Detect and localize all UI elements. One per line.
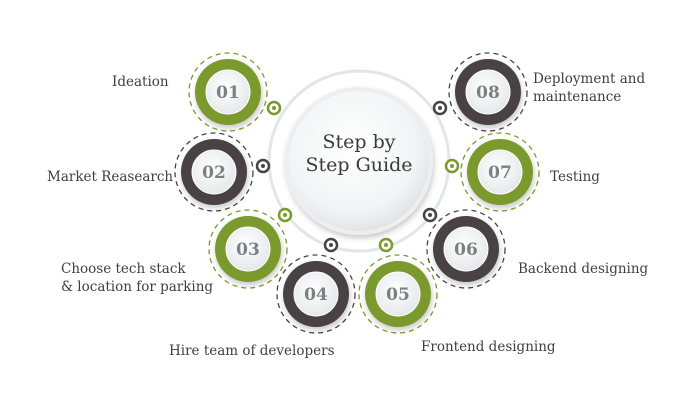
- step-number-01: 01: [216, 83, 240, 103]
- connector-dots: [255, 100, 460, 253]
- step-label-07: Testing: [550, 169, 600, 185]
- step-inner-disc-05: [375, 271, 421, 317]
- step-number-08: 08: [476, 83, 500, 103]
- step-label-05: Frontend designing: [421, 339, 556, 355]
- step-dashed-ring-03: [208, 209, 288, 289]
- step-number-06: 06: [454, 240, 478, 260]
- step-dashed-ring-04: [276, 254, 356, 334]
- center-inner-disc: [289, 91, 429, 231]
- step-inner-disc-02: [191, 149, 237, 195]
- step-inner-disc-01: [205, 69, 251, 115]
- step-number-03: 03: [236, 240, 260, 260]
- step-label-03-line-2: & location for parking: [61, 279, 214, 295]
- step-dashed-ring-08: [448, 52, 528, 132]
- step-label-08-line-2: maintenance: [533, 89, 622, 105]
- step-node-03: 03: [208, 209, 288, 289]
- step-inner-disc-06: [443, 226, 489, 272]
- step-inner-disc-07: [477, 149, 523, 195]
- step-label-08-line-1: Deployment and: [533, 71, 646, 87]
- step-label-06: Backend designing: [518, 261, 649, 277]
- step-node-07: 07: [460, 132, 540, 212]
- step-label-08: Deployment and maintenance: [533, 70, 645, 106]
- center-circle: [285, 87, 433, 235]
- step-label-03-line-1: Choose tech stack: [61, 261, 186, 277]
- step-dashed-ring-06: [426, 209, 506, 289]
- step-node-01: 01: [188, 52, 268, 132]
- step-inner-disc-03: [225, 226, 271, 272]
- step-inner-disc-08: [465, 69, 511, 115]
- step-number-02: 02: [202, 163, 226, 183]
- step-number-04: 04: [304, 285, 328, 305]
- step-dashed-ring-01: [188, 52, 268, 132]
- step-label-03: Choose tech stack & location for parking: [61, 260, 213, 296]
- center-title: Step by Step Guide: [285, 131, 433, 177]
- step-label-04: Hire team of developers: [169, 343, 335, 359]
- step-number-07: 07: [488, 163, 512, 183]
- center-title-line-1: Step by: [322, 131, 396, 153]
- step-dashed-ring-05: [358, 254, 438, 334]
- step-label-01: Ideation: [112, 74, 169, 90]
- step-dashed-ring-07: [460, 132, 540, 212]
- center-title-line-2: Step Guide: [305, 154, 413, 176]
- step-node-08: 08: [448, 52, 528, 132]
- step-node-02: 02: [174, 132, 254, 212]
- step-inner-disc-04: [293, 271, 339, 317]
- step-node-06: 06: [426, 209, 506, 289]
- step-node-05: 05: [358, 254, 438, 334]
- step-label-02: Market Reasearch: [47, 169, 174, 185]
- step-nodes: 01 02 03 04 05 06 07 08: [174, 52, 540, 334]
- step-node-04: 04: [276, 254, 356, 334]
- step-dashed-ring-02: [174, 132, 254, 212]
- step-number-05: 05: [386, 285, 410, 305]
